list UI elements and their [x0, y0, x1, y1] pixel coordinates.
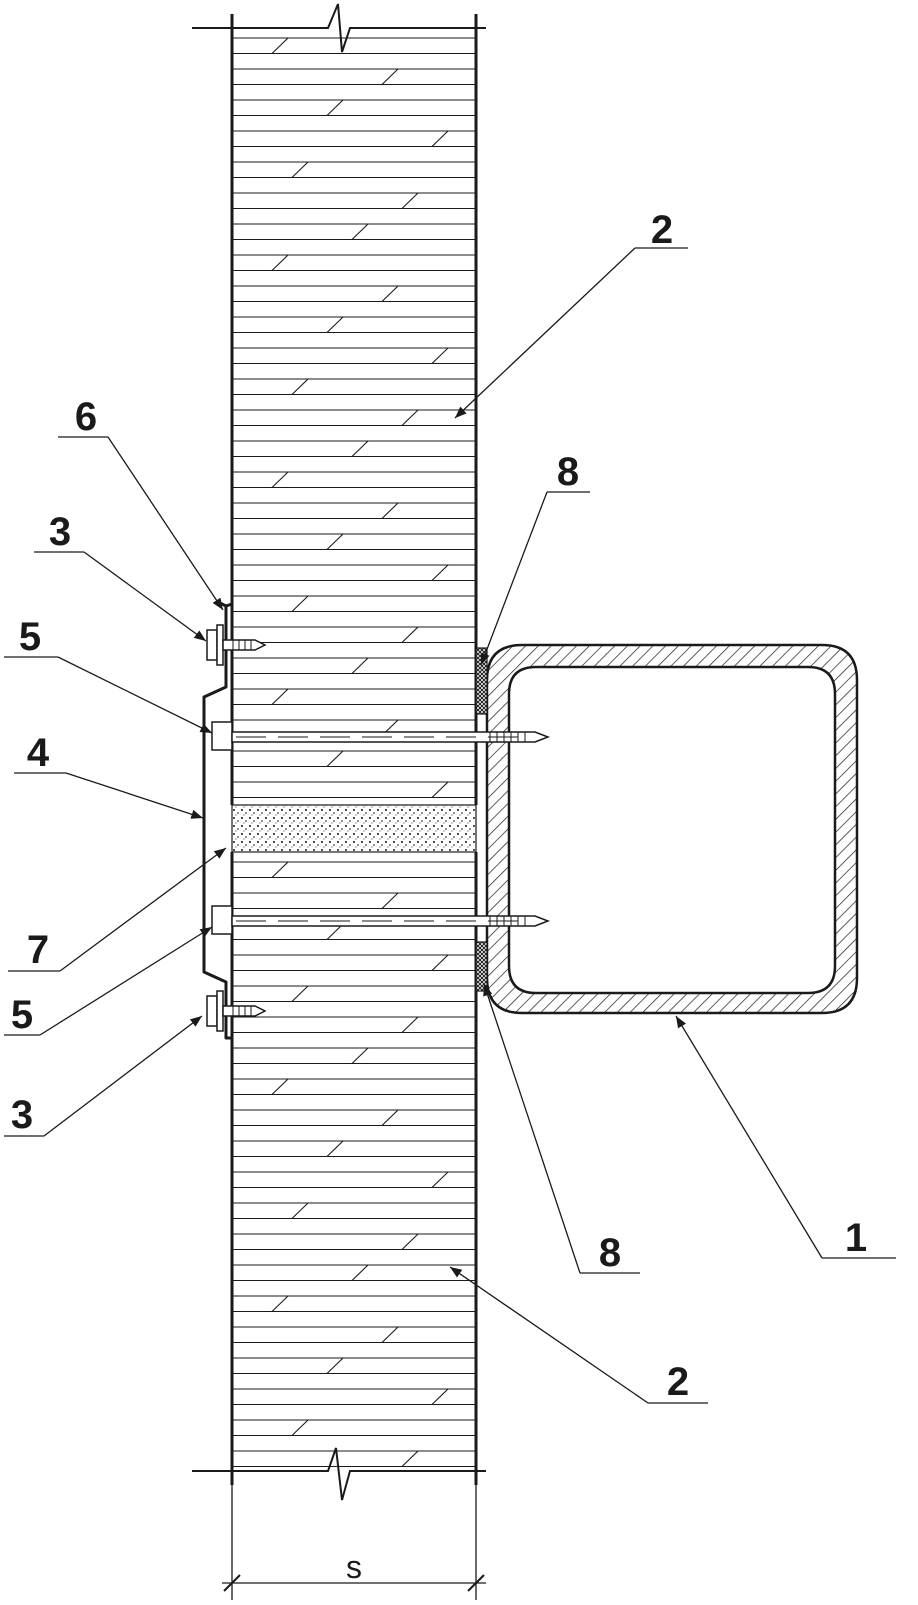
label-3-upper: 3	[49, 510, 71, 554]
thickness-dimension: s	[222, 1485, 486, 1600]
short-screw-lower	[206, 990, 267, 1032]
joint-filler	[231, 804, 477, 853]
callout-labels: 2 6 8 3 5 4 7 5 3 1 8 2	[11, 208, 867, 1404]
short-screw-upper	[206, 624, 267, 666]
lower-sandwich-panel	[230, 852, 478, 1485]
flashing-profile	[202, 600, 233, 1040]
label-5-lower: 5	[11, 993, 33, 1037]
lower-gasket	[475, 941, 488, 992]
long-screw-upper	[211, 721, 551, 751]
label-1: 1	[845, 1216, 867, 1260]
label-3-lower: 3	[11, 1093, 33, 1137]
label-8-upper: 8	[557, 450, 579, 494]
label-6: 6	[75, 395, 97, 439]
label-4: 4	[27, 731, 50, 775]
upper-sandwich-panel	[230, 14, 478, 805]
long-screw-lower	[211, 905, 551, 935]
top-break-line	[192, 3, 486, 53]
leader-lines	[4, 247, 896, 1404]
dimension-label-s: s	[346, 1549, 362, 1585]
upper-gasket	[475, 647, 488, 715]
bottom-break-line	[192, 1447, 486, 1501]
label-7: 7	[27, 928, 49, 972]
label-5-upper: 5	[19, 615, 41, 659]
label-8-lower: 8	[599, 1231, 621, 1275]
label-2-upper: 2	[651, 208, 673, 252]
label-2-lower: 2	[667, 1360, 689, 1404]
steel-square-tube	[485, 643, 859, 1015]
